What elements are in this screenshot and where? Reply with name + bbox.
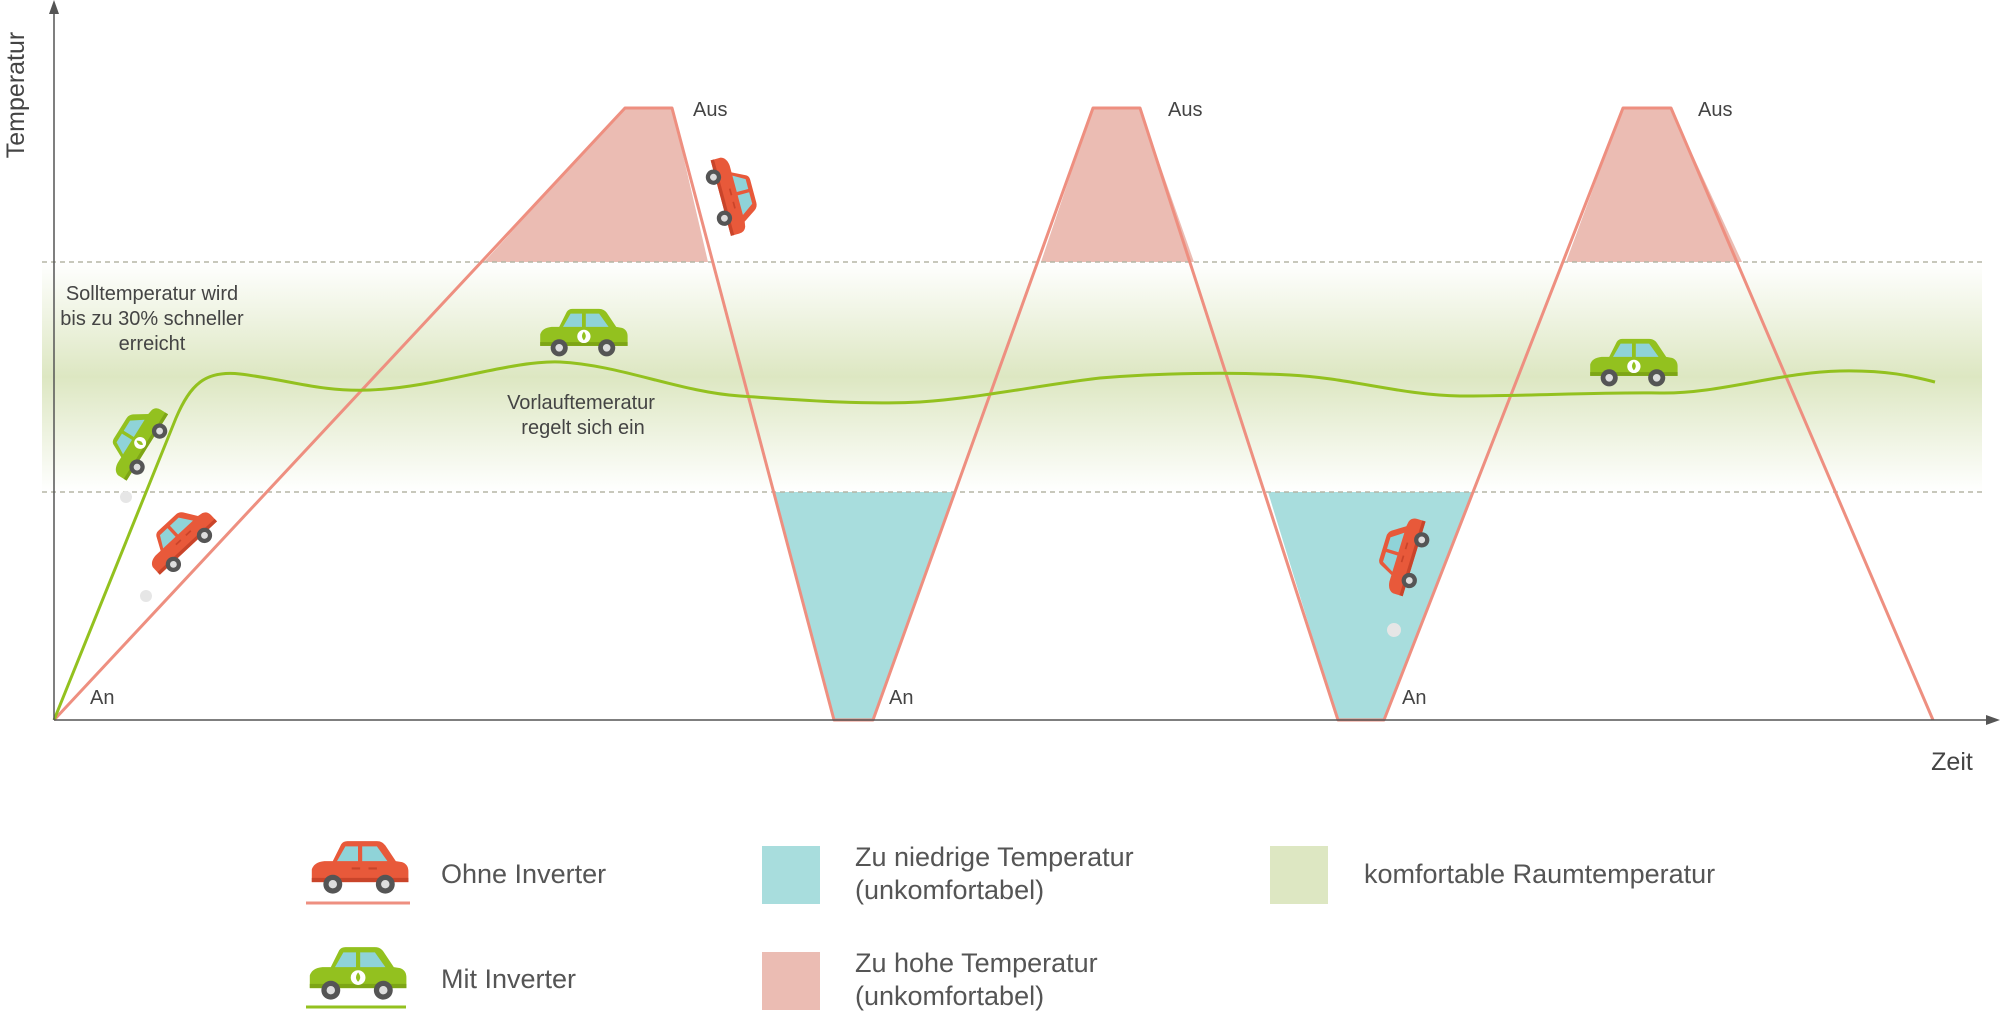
y-axis-label: Temperatur: [2, 32, 30, 158]
ohne-inverter-line: [52, 106, 1935, 722]
too-hot-region: [1041, 108, 1194, 262]
red-car-icon: [137, 497, 224, 582]
legend-too-hot-swatch: [762, 952, 820, 1010]
aus-marker: Aus: [1168, 99, 1202, 121]
an-marker: An: [90, 687, 114, 709]
solltemperatur-line-2: bis zu 30% schneller: [60, 308, 244, 330]
legend-comfort-swatch: [1270, 846, 1328, 904]
aus-marker: Aus: [1698, 99, 1732, 121]
an-marker: An: [889, 687, 913, 709]
solltemperatur-line-3: erreicht: [119, 333, 186, 355]
exhaust-puff-icon: [120, 491, 132, 503]
y-axis-arrow: [49, 0, 59, 14]
vorlauf-annotation: Vorlauftemeratur regelt sich ein: [507, 392, 655, 439]
too-hot-region: [484, 108, 708, 262]
exhaust-puff-icon: [1387, 623, 1401, 637]
vorlauf-line-1: Vorlauftemeratur: [507, 392, 655, 414]
comfort-band: [42, 262, 1982, 492]
too-cold-region: [775, 492, 954, 720]
an-marker: An: [1402, 687, 1426, 709]
x-axis-arrow: [1986, 715, 2000, 725]
legend-too-cold-swatch: [762, 846, 820, 904]
x-axis-label: Zeit: [1931, 748, 1973, 776]
too-cold-region: [1268, 492, 1474, 720]
solltemperatur-annotation: Solltemperatur wird bis zu 30% schneller…: [60, 283, 244, 355]
mit-inverter-line: [52, 360, 1936, 721]
legend-red-car-icon: [311, 841, 409, 894]
vorlauf-line-2: regelt sich ein: [521, 417, 644, 439]
aus-marker: Aus: [693, 99, 727, 121]
red-car-icon: [701, 151, 763, 239]
legend-green-car-icon: [309, 947, 407, 1000]
solltemperatur-line-1: Solltemperatur wird: [66, 283, 238, 305]
too-hot-region: [1566, 108, 1742, 262]
exhaust-puff-icon: [140, 590, 152, 602]
